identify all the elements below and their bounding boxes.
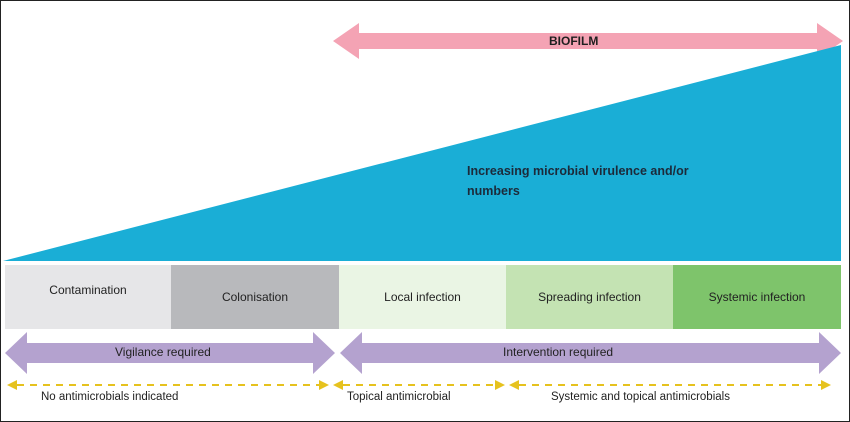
stage-systemic-infection: Systemic infection	[673, 265, 841, 329]
vigilance-arrow	[5, 332, 335, 374]
intervention-label: Intervention required	[503, 345, 614, 359]
intervention-arrow	[340, 332, 841, 374]
systemic-topical-dashed-arrow	[509, 380, 831, 390]
systemic-topical-label: Systemic and topical antimicrobials	[551, 391, 730, 403]
no-antimicrobials-label: No antimicrobials indicated	[41, 391, 179, 403]
stage-colonisation: Colonisation	[171, 265, 339, 329]
stage-spreading-infection: Spreading infection	[506, 265, 673, 329]
biofilm-label: BIOFILM	[549, 34, 599, 48]
virulence-wedge	[3, 45, 841, 261]
vigilance-label: Vigilance required	[115, 345, 211, 359]
biofilm-arrow	[333, 23, 843, 59]
no-antimicrobial-dashed-arrow	[7, 380, 329, 390]
stage-label: Spreading infection	[538, 290, 641, 304]
stage-label: Local infection	[384, 290, 461, 304]
virulence-label: Increasing microbial virulence and/or nu…	[467, 164, 689, 198]
stage-contamination: Contamination	[5, 265, 171, 329]
stage-label: Colonisation	[221, 290, 289, 304]
stage-label: Contamination	[49, 283, 127, 297]
stage-local-infection: Local infection	[339, 265, 506, 329]
topical-antimicrobial-dashed-arrow	[333, 380, 505, 390]
stage-label: Systemic infection	[708, 290, 806, 304]
topical-antimicrobial-label: Topical antimicrobial	[347, 391, 451, 403]
